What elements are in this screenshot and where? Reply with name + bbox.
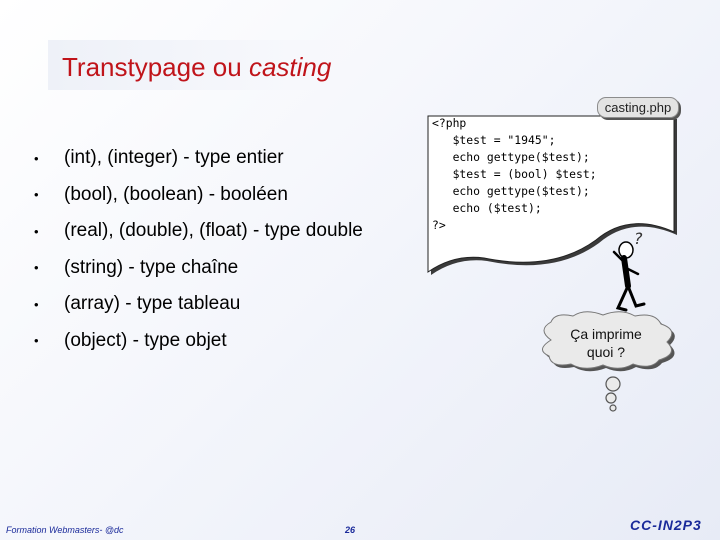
bullet-text: (string) - type chaîne xyxy=(64,256,239,278)
code-line: echo gettype($test); xyxy=(432,184,590,198)
bubble-trail-icon xyxy=(605,376,621,412)
bullet-dot: • xyxy=(34,296,39,312)
cc-in2p3-logo: CC-IN2P3 xyxy=(630,517,702,533)
bullet-item: • (int), (integer) - type entier xyxy=(34,140,363,177)
bullet-text: (object) - type objet xyxy=(64,329,227,351)
bubble-line: Ça imprime xyxy=(570,326,642,342)
title-main: Transtypage ou xyxy=(62,52,249,82)
title-italic: casting xyxy=(248,52,332,82)
slide-title: Transtypage ou casting xyxy=(62,52,331,83)
bullet-text: (int), (integer) - type entier xyxy=(64,147,284,169)
document-page-shape xyxy=(427,115,677,275)
question-mark: ? xyxy=(634,229,643,248)
bullet-item: • (real), (double), (float) - type double xyxy=(34,213,363,250)
bullet-text: (real), (double), (float) - type double xyxy=(64,220,363,242)
bubble-line: quoi ? xyxy=(586,344,626,360)
bullet-text: (array) - type tableau xyxy=(64,293,241,315)
bullet-dot: • xyxy=(34,333,39,349)
code-line: $test = (bool) $test; xyxy=(432,167,597,181)
thinking-figure-icon: ? xyxy=(612,229,646,312)
bullet-item: • (array) - type tableau xyxy=(34,286,363,323)
bullet-dot: • xyxy=(34,187,39,203)
code-line: echo gettype($test); xyxy=(432,150,590,164)
bullet-item: • (string) - type chaîne xyxy=(34,250,363,287)
code-line: echo ($test); xyxy=(432,201,542,215)
php-code: <?php $test = "1945"; echo gettype($test… xyxy=(432,115,597,234)
bullet-item: • (object) - type objet xyxy=(34,323,363,360)
bullet-dot: • xyxy=(34,150,39,166)
thought-bubble xyxy=(542,311,675,372)
bullet-text: (bool), (boolean) - booléen xyxy=(64,183,288,205)
code-line: ?> xyxy=(432,218,446,232)
footer-text: Formation Webmasters- @dc xyxy=(6,525,124,535)
bullet-dot: • xyxy=(34,260,39,276)
page-number: 26 xyxy=(345,525,356,535)
code-line: <?php xyxy=(432,116,467,130)
title-background xyxy=(48,40,396,90)
bullet-item: • (bool), (boolean) - booléen xyxy=(34,177,363,214)
code-document xyxy=(424,112,677,282)
bubble-text: Ça imprime quoi ? xyxy=(548,325,664,361)
bullet-list: • (int), (integer) - type entier • (bool),… xyxy=(34,140,363,359)
bullet-dot: • xyxy=(34,223,39,239)
code-line: $test = "1945"; xyxy=(432,133,556,147)
file-name-tab: casting.php xyxy=(597,97,679,118)
